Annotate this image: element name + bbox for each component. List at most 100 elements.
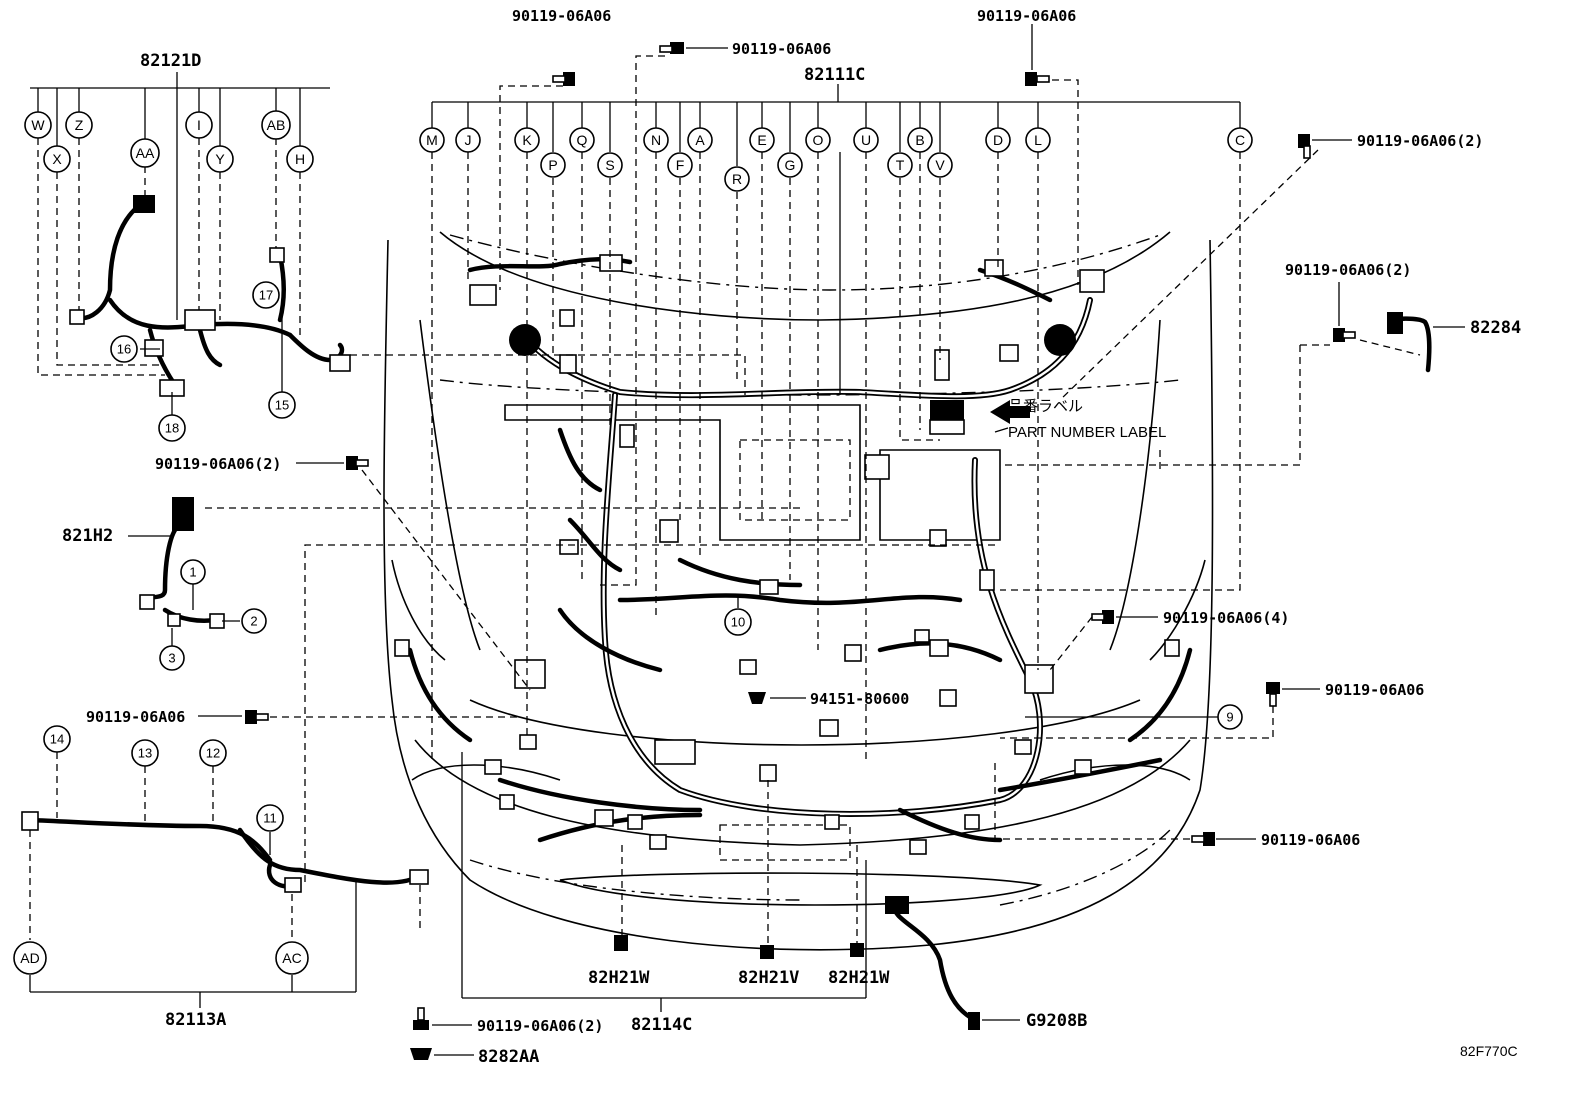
- bolt-label: 90119-06A06: [1325, 681, 1424, 699]
- callout-17: 17: [259, 288, 273, 303]
- part-g9208b: [885, 896, 1020, 1030]
- bolt-label: 90119-06A06: [512, 7, 611, 25]
- callout-v: V: [935, 157, 945, 173]
- callout-z: Z: [75, 117, 84, 133]
- main-harness-82111c: [394, 254, 1193, 855]
- bolt-label: 90119-06A06: [977, 7, 1076, 25]
- bolt-label: 90119-06A06: [732, 40, 831, 58]
- part-number-label-en: PART NUMBER LABEL: [1008, 424, 1166, 441]
- callout-aa: AA: [136, 145, 155, 161]
- bolt-label: 90119-06A06(2): [155, 455, 281, 473]
- clip-icon: [614, 935, 628, 951]
- callout-l: L: [1034, 132, 1042, 148]
- clip-icon: [410, 1048, 432, 1060]
- part-8282aa-label: 8282AA: [478, 1047, 539, 1067]
- clip-icon: [760, 945, 774, 959]
- annotation-labels: 品番ラベル PART NUMBER LABEL 82F770C: [1008, 398, 1518, 1059]
- callout-p: P: [548, 157, 557, 173]
- bolt-label: 90119-06A06: [1261, 831, 1360, 849]
- callout-a: A: [695, 132, 705, 148]
- callout-ab: AB: [267, 117, 286, 133]
- callouts-82121d: W X Z AA I Y AB H: [24, 110, 314, 173]
- part-82121d-label: 82121D: [140, 51, 201, 71]
- callout-r: R: [732, 171, 742, 187]
- part-821h2-label: 821H2: [62, 526, 113, 546]
- callout-m: M: [426, 132, 438, 148]
- part-82114c-label: 82114C: [631, 1015, 692, 1035]
- part-82111c-label: 82111C: [804, 65, 865, 85]
- part-82284: [1000, 312, 1465, 466]
- bus-82114c: [461, 752, 867, 1012]
- bolt-icon: [552, 72, 575, 86]
- part-82h21w-label: 82H21W: [588, 968, 650, 988]
- callout-11: 11: [263, 811, 277, 826]
- nut-icon: [748, 692, 766, 704]
- part-82h21v-label: 82H21V: [738, 968, 799, 988]
- part-94151-label: 94151-80600: [810, 690, 909, 708]
- bolt-icon: [346, 456, 369, 470]
- callout-ad: AD: [20, 950, 39, 966]
- callout-i: I: [197, 117, 201, 133]
- callout-16: 16: [117, 342, 131, 357]
- callout-ac: AC: [282, 950, 301, 966]
- numbered-callouts: 1 2 3 9 10 11 12 13 14 15 16 17 18: [43, 281, 1243, 832]
- bolt-icon: [1333, 328, 1356, 342]
- bolt-icon: [245, 710, 269, 724]
- bolt-icon: [1091, 610, 1114, 624]
- callout-h: H: [295, 151, 305, 167]
- callout-12: 12: [206, 746, 220, 761]
- callout-1: 1: [189, 565, 196, 580]
- callouts-82111c: M J K P Q S N F A R E G O U B T V D L C: [419, 127, 1253, 192]
- callout-10: 10: [731, 615, 745, 630]
- bolt-icon: [1191, 832, 1215, 846]
- bolt-icon: [1266, 682, 1280, 707]
- clip-icon: [850, 943, 864, 957]
- part-number-labels: 82121D 82111C 821H2 82113A 82114C 82284 …: [62, 51, 1521, 1067]
- callout-e: E: [757, 132, 766, 148]
- bolt-icon: [1025, 72, 1050, 86]
- callout-18: 18: [165, 421, 179, 436]
- part-82h21w-label: 82H21W: [828, 968, 890, 988]
- callout-n: N: [651, 132, 661, 148]
- bolt-label: 90119-06A06(4): [1163, 609, 1289, 627]
- harness-821h2: [128, 497, 800, 646]
- vehicle-body-outline: [383, 231, 1214, 951]
- callout-u: U: [861, 132, 871, 148]
- harness-82113a: [21, 544, 1000, 1008]
- callout-g: G: [785, 157, 796, 173]
- bolt-labels: 90119-06A06 90119-06A06 90119-06A06 9011…: [86, 7, 1483, 1035]
- callout-j: J: [465, 132, 472, 148]
- bolt-label: 90119-06A06(2): [477, 1017, 603, 1035]
- callout-s: S: [605, 157, 614, 173]
- callout-d: D: [993, 132, 1003, 148]
- bolt-icon: [1298, 134, 1311, 159]
- bolt-icon: [659, 42, 684, 54]
- callout-13: 13: [138, 746, 152, 761]
- part-82284-label: 82284: [1470, 318, 1521, 338]
- callout-14: 14: [50, 732, 64, 747]
- part-g9208b-label: G9208B: [1026, 1011, 1087, 1031]
- callout-x: X: [52, 151, 62, 167]
- callout-y: Y: [215, 151, 225, 167]
- bus-82111c: [431, 84, 1241, 760]
- callout-15: 15: [275, 398, 289, 413]
- bolt-label: 90119-06A06: [86, 708, 185, 726]
- bolt-icon: [413, 1007, 429, 1030]
- callout-3: 3: [168, 651, 175, 666]
- callout-2: 2: [250, 614, 257, 629]
- arrow-left-icon: [990, 400, 1030, 424]
- bolt-label: 90119-06A06(2): [1285, 261, 1411, 279]
- callout-k: K: [522, 132, 532, 148]
- bolt-icons: [198, 24, 1356, 1060]
- callout-9: 9: [1226, 710, 1233, 725]
- callout-b: B: [915, 132, 924, 148]
- bolt-label: 90119-06A06(2): [1357, 132, 1483, 150]
- figure-reference: 82F770C: [1460, 1043, 1518, 1059]
- harness-82121d: [30, 72, 746, 415]
- part-number-label-jp: 品番ラベル: [1008, 398, 1083, 415]
- callout-c: C: [1235, 132, 1245, 148]
- callout-q: Q: [577, 132, 588, 148]
- callout-t: T: [896, 157, 905, 173]
